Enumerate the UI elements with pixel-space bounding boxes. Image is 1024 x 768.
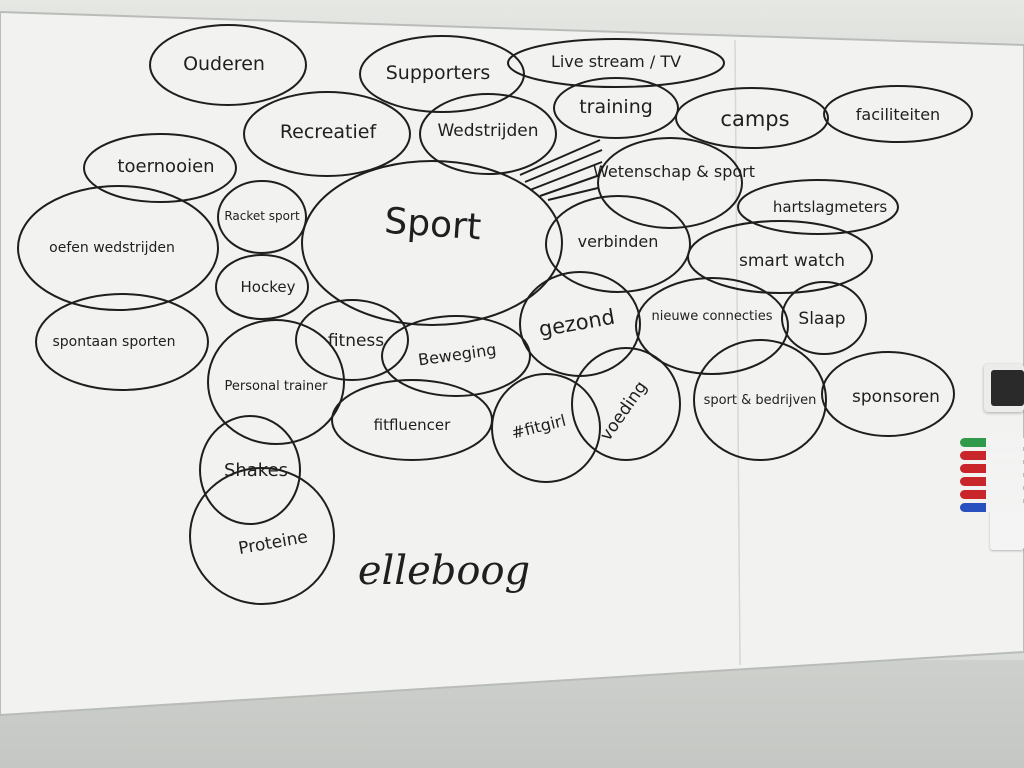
node-fitness-label: fitness bbox=[328, 331, 384, 351]
marker-shelf bbox=[990, 505, 1024, 550]
marker-cap bbox=[960, 503, 986, 512]
node-verbinden-outline bbox=[545, 195, 691, 293]
node-wetenschap-label: Wetenschap & sport bbox=[593, 162, 755, 181]
loose-word-elleboog: elleboog bbox=[358, 548, 530, 594]
node-beweging-outline bbox=[381, 315, 531, 397]
node-sponsoren-label: sponsoren bbox=[852, 387, 940, 407]
marker-cap bbox=[960, 477, 986, 486]
node-fitgirl-outline bbox=[491, 373, 601, 483]
node-spontaan-outline bbox=[35, 293, 209, 391]
node-sport-outline bbox=[301, 160, 563, 326]
whiteboard-marker[interactable] bbox=[960, 490, 1024, 499]
marker-cap bbox=[960, 464, 986, 473]
node-sponsoren-outline bbox=[821, 351, 955, 437]
node-supporters-outline bbox=[359, 35, 525, 113]
node-ouderen-outline bbox=[149, 24, 307, 106]
node-hockey-label: Hockey bbox=[241, 278, 296, 296]
node-supporters-label: Supporters bbox=[386, 62, 491, 84]
hatch-strokes bbox=[519, 139, 603, 201]
node-fitfluencer-label: fitfluencer bbox=[374, 416, 451, 434]
node-sportbedrijven-label: sport & bedrijven bbox=[704, 393, 817, 408]
node-livestream-label: Live stream / TV bbox=[551, 52, 681, 71]
node-livestream-outline bbox=[507, 38, 725, 88]
node-smartwatch-label: smart watch bbox=[739, 251, 845, 271]
node-connecties-outline bbox=[635, 277, 789, 375]
node-proteine-outline bbox=[189, 467, 335, 605]
node-sport-label: Sport bbox=[383, 201, 482, 249]
node-fitness-outline bbox=[295, 299, 409, 381]
node-oefen-outline bbox=[17, 185, 219, 311]
marker-cap bbox=[960, 490, 986, 499]
node-shakes-label: Shakes bbox=[224, 460, 288, 481]
node-training-label: training bbox=[579, 96, 653, 118]
node-recreatief-label: Recreatief bbox=[280, 121, 378, 143]
node-faciliteiten-outline bbox=[823, 85, 973, 143]
node-shakes-outline bbox=[199, 415, 301, 525]
node-hockey-outline bbox=[215, 254, 309, 320]
node-voeding-outline bbox=[571, 347, 681, 461]
node-verbinden-label: verbinden bbox=[578, 232, 659, 251]
node-racketsport-outline bbox=[217, 180, 307, 254]
node-slaap-label: Slaap bbox=[798, 309, 845, 329]
node-personaltrainer-label: Personal trainer bbox=[225, 379, 329, 394]
marker-cap bbox=[960, 451, 986, 460]
node-wedstrijden-label: Wedstrijden bbox=[437, 121, 538, 141]
node-connecties-label: nieuwe connecties bbox=[651, 309, 772, 324]
node-camps-outline bbox=[675, 87, 829, 149]
whiteboard-marker[interactable] bbox=[960, 477, 1024, 486]
node-recreatief-outline bbox=[243, 91, 411, 177]
whiteboard-marker[interactable] bbox=[960, 464, 1024, 473]
node-oefen-label: oefen wedstrijden bbox=[49, 240, 175, 256]
node-wetenschap-outline bbox=[597, 137, 743, 229]
node-training-outline bbox=[553, 77, 679, 139]
eraser[interactable] bbox=[984, 364, 1024, 412]
node-spontaan-label: spontaan sporten bbox=[52, 334, 175, 350]
whiteboard-marker[interactable] bbox=[960, 438, 1024, 447]
eraser-pad bbox=[991, 370, 1024, 406]
node-faciliteiten-label: faciliteiten bbox=[856, 105, 940, 124]
node-hartslagmeters-label: hartslagmeters bbox=[773, 198, 888, 216]
node-hartslagmeters-outline bbox=[737, 179, 899, 235]
node-wetenschap-text: Wetenschap & sport bbox=[593, 162, 755, 181]
whiteboard-marker[interactable] bbox=[960, 451, 1024, 460]
node-racketsport-label: Racket sport bbox=[224, 209, 300, 223]
node-toernooien-label: toernooien bbox=[117, 156, 214, 177]
node-ouderen-label: Ouderen bbox=[183, 53, 265, 75]
node-camps-label: camps bbox=[720, 107, 789, 131]
node-sportbedrijven-outline bbox=[693, 339, 827, 461]
node-smartwatch-outline bbox=[687, 220, 873, 294]
node-wedstrijden-outline bbox=[419, 93, 557, 175]
node-slaap-outline bbox=[781, 281, 867, 355]
node-personaltrainer-outline bbox=[207, 319, 345, 445]
node-toernooien-outline bbox=[83, 133, 237, 203]
marker-cap bbox=[960, 438, 986, 447]
whiteboard-marker[interactable] bbox=[960, 503, 1024, 512]
